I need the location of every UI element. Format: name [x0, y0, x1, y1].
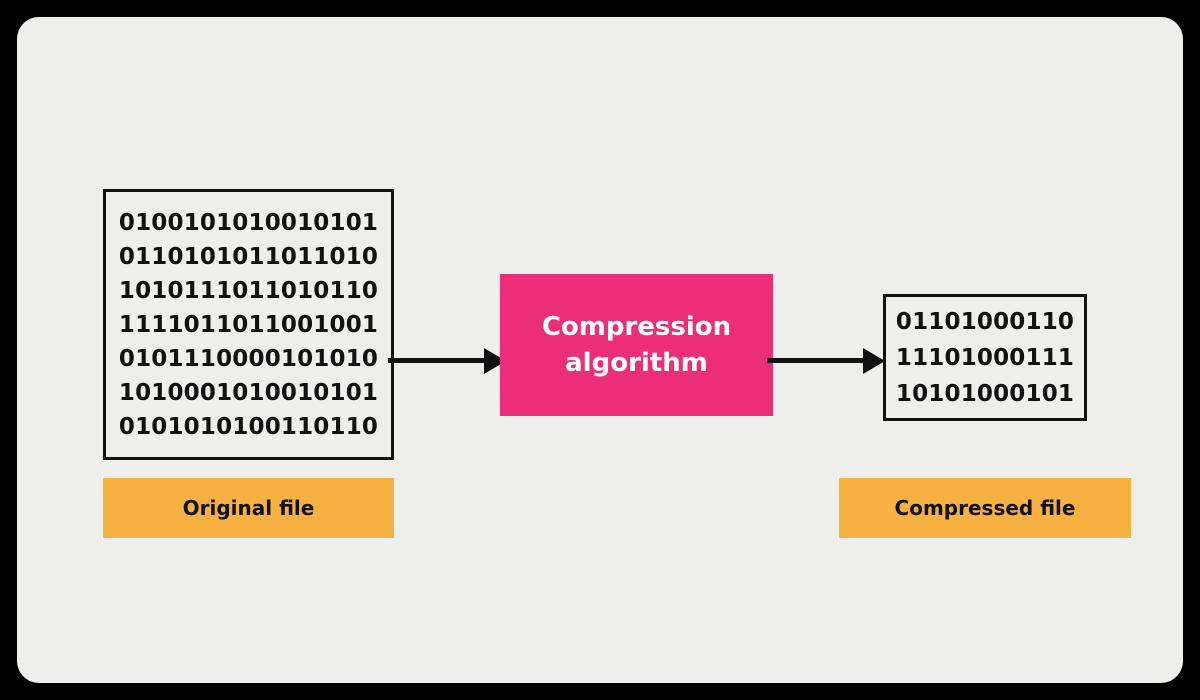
arrow-shaft: [388, 358, 488, 363]
arrow-shaft: [767, 358, 867, 363]
original-file-label-box: Original file: [103, 478, 394, 538]
compressed-file-label-text: Compressed file: [894, 496, 1076, 520]
original-file-label-text: Original file: [182, 496, 315, 520]
binary-line: 01101000110: [895, 308, 1075, 335]
binary-line: 0110101011011010: [118, 243, 379, 270]
algorithm-label-line2: algorithm: [565, 348, 708, 378]
arrow-algorithm-to-compressed: [767, 348, 889, 374]
binary-line: 1111011011001001: [118, 311, 379, 338]
binary-line: 0100101010010101: [118, 209, 379, 236]
original-file-box: 0100101010010101 0110101011011010 101011…: [103, 189, 394, 460]
binary-line: 11101000111: [895, 344, 1075, 371]
arrow-head-icon: [863, 348, 885, 374]
algorithm-label-line1: Compression: [541, 312, 732, 342]
binary-line: 1010111011010110: [118, 277, 379, 304]
binary-line: 1010001010010101: [118, 379, 379, 406]
compression-algorithm-box: Compression algorithm: [500, 274, 773, 416]
compressed-file-box: 01101000110 11101000111 10101000101: [883, 294, 1087, 421]
compressed-file-label-box: Compressed file: [839, 478, 1131, 538]
arrow-original-to-algorithm: [388, 348, 506, 374]
binary-line: 0101010100110110: [118, 413, 379, 440]
diagram-panel: 0100101010010101 0110101011011010 101011…: [17, 17, 1183, 683]
binary-line: 10101000101: [895, 380, 1075, 407]
binary-line: 0101110000101010: [118, 345, 379, 372]
